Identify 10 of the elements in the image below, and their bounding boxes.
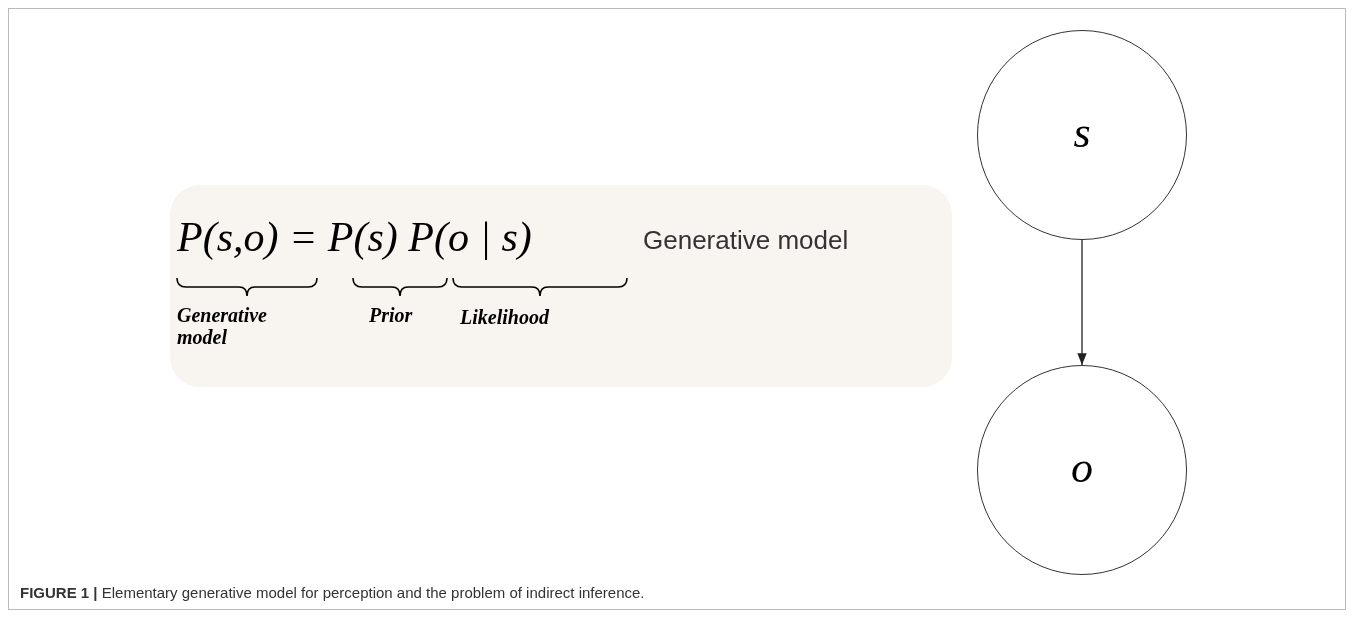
equation-panel <box>170 185 952 387</box>
equation-label: Generative model <box>643 225 850 256</box>
arrow <box>1077 239 1087 366</box>
node-label: s <box>1072 106 1092 158</box>
brace-label: Likelihood <box>460 306 551 329</box>
brace-label: Generative model <box>177 304 268 348</box>
brace-label: Prior <box>369 304 414 327</box>
node-label: o <box>1070 441 1094 493</box>
figure-caption: FIGURE 1 | Elementary generative model for perception and the problem of indirect inference. <box>20 584 645 601</box>
equation: P(s,o) = P(s) P(o | s) <box>177 213 533 261</box>
